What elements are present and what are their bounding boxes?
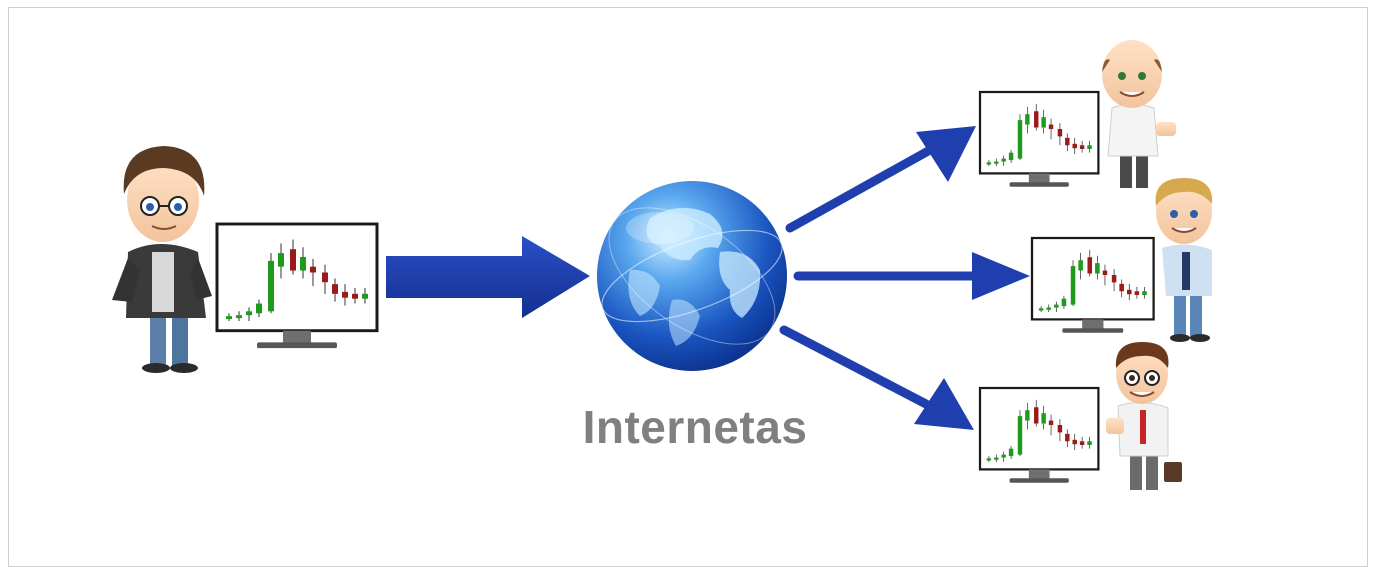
receiver-2-chart-monitor — [1030, 236, 1155, 334]
receiver-1-trader-avatar — [1102, 40, 1176, 188]
arrow-to-internet-icon — [386, 236, 590, 318]
arrow-to-receiver-1-icon — [785, 126, 976, 233]
receiver-3-trader-avatar — [1106, 342, 1182, 490]
arrow-to-receiver-2-icon — [793, 252, 1030, 300]
arrow-to-receiver-3-icon — [779, 325, 974, 430]
receiver-3-chart-monitor — [978, 386, 1100, 484]
globe-icon — [597, 181, 787, 371]
sender-trader-avatar — [112, 146, 212, 373]
internet-label: Internetas — [582, 401, 808, 453]
receiver-1-chart-monitor — [978, 90, 1100, 188]
receiver-2-trader-avatar — [1155, 178, 1213, 342]
sender-chart-monitor — [215, 222, 379, 350]
